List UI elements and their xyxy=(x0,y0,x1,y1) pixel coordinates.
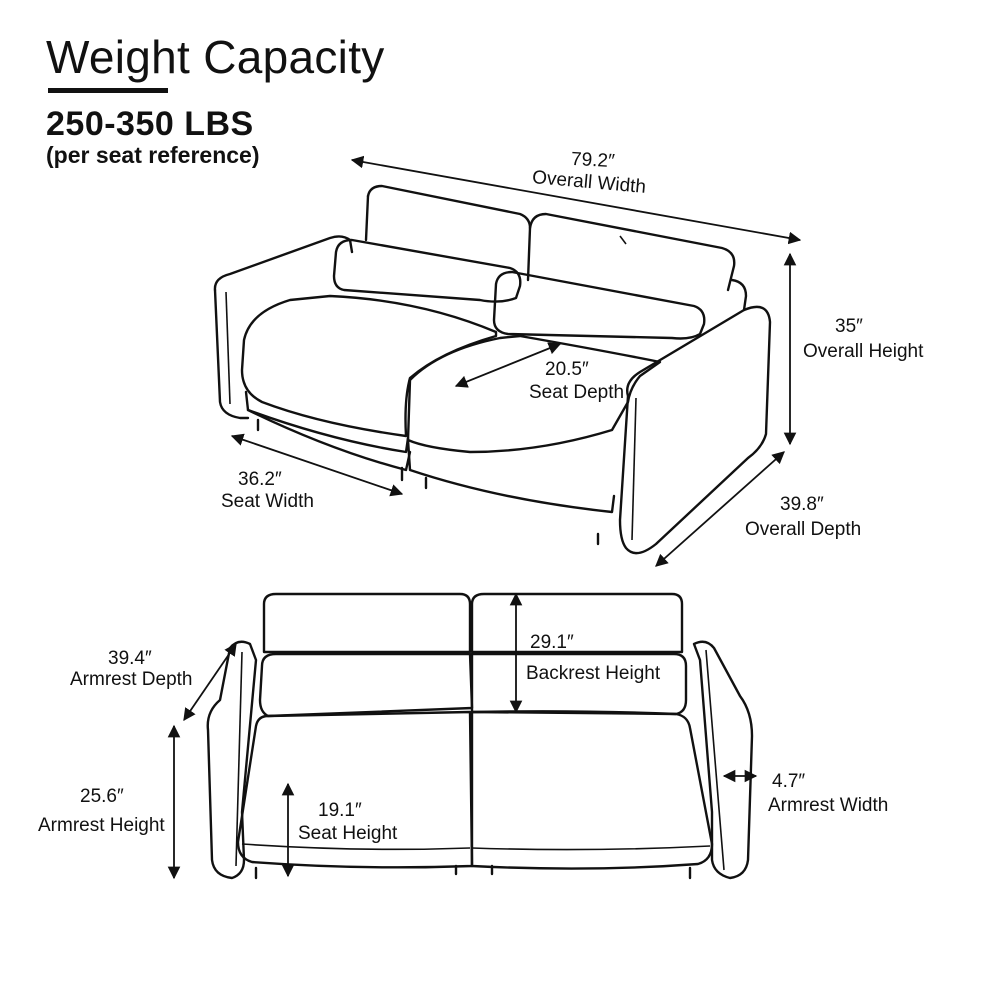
armrest-height-value: 25.6″ xyxy=(80,786,124,807)
page-title: Weight Capacity xyxy=(46,31,385,83)
seat-width-value: 36.2″ xyxy=(238,469,282,490)
armrest-width-label: Armrest Width xyxy=(768,795,889,816)
seat-depth-value: 20.5″ xyxy=(545,359,589,380)
seat-height-label: Seat Height xyxy=(298,823,398,844)
armrest-width-value: 4.7″ xyxy=(772,771,806,792)
overall-depth-label: Overall Depth xyxy=(745,519,862,540)
title-underline xyxy=(48,88,168,93)
armrest-depth-line xyxy=(183,642,237,722)
backrest-height-label: Backrest Height xyxy=(526,663,661,684)
overall-depth-line xyxy=(655,451,785,567)
armrest-depth-label: Armrest Depth xyxy=(70,669,193,690)
overall-height-value: 35″ xyxy=(835,316,863,337)
weight-capacity-value: 250-350 LBS xyxy=(46,105,254,143)
sofa-front-view xyxy=(206,592,754,880)
weight-capacity-note: (per seat reference) xyxy=(46,142,260,168)
seat-height-value: 19.1″ xyxy=(318,800,362,821)
backrest-height-value: 29.1″ xyxy=(530,632,574,653)
seat-width-line xyxy=(230,433,404,497)
overall-depth-value: 39.8″ xyxy=(780,494,824,515)
armrest-depth-value: 39.4″ xyxy=(108,648,152,669)
seat-width-label: Seat Width xyxy=(221,491,314,512)
overall-width-value: 79.2″ xyxy=(570,148,616,173)
seat-depth-line xyxy=(454,342,562,388)
seat-depth-label: Seat Depth xyxy=(529,382,625,403)
overall-height-label: Overall Height xyxy=(803,341,924,362)
armrest-height-label: Armrest Height xyxy=(38,815,165,836)
overall-width-line xyxy=(350,155,802,245)
